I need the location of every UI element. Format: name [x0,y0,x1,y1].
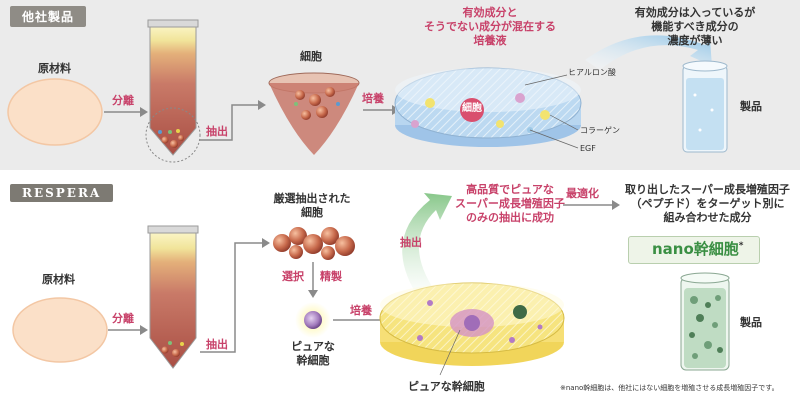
combined-line: 取り出したスーパー成長増殖因子 [625,183,790,196]
nano-label-text: nano幹細胞 [652,240,739,258]
collagen-label: コラーゲン [580,126,620,135]
culture-label: 培養 [362,92,384,105]
arrow-extraction-respera [200,242,262,353]
mixed-medium-line: そうでない成分が混在する [424,19,556,33]
product-label-bottom: 製品 [740,316,762,329]
pure-stem-line: ピュアな [291,340,335,353]
selected-cells-cluster [273,227,355,260]
pure-stem-caption: ピュアな 幹細胞 [283,340,343,368]
petri-dish-pure [379,282,565,366]
product-jar-top [682,60,728,153]
cell-cone [268,72,360,155]
selection-label: 選択 [282,270,304,283]
arrow-head [258,100,266,110]
raw-material-blob-respera [12,297,108,363]
arrow-head [612,200,620,210]
competitor-tab: 他社製品 [10,6,87,27]
extract-arrow-label: 抽出 [400,236,422,249]
mixed-medium-line: 有効成分と [462,6,518,19]
raw-material-blob [7,78,103,146]
leader-hyaluronic [524,74,568,86]
separation-label-respera: 分離 [112,312,134,325]
selected-cells-line: 細胞 [301,205,323,219]
extraction-label-respera: 抽出 [206,338,228,351]
weak-concentration-line: 濃度が薄い [667,33,723,47]
high-quality-line: 高品質でピュアな [466,183,554,196]
combined-line: 組み合わせた成分 [663,210,752,224]
footnote: ※nano幹細胞は、他社にはない細胞を増殖させる成長増殖因子です。 [560,384,779,392]
arrow-head [262,238,270,248]
optimization-label: 最適化 [566,187,599,200]
weak-concentration-caption: 有効成分は入っているが 機能すべき成分の 濃度が薄い [600,6,790,47]
selected-cells-line: 厳選抽出された [273,192,351,205]
weak-concentration-line: 有効成分は入っているが [634,6,756,19]
arrow-head [140,325,148,335]
leader-collagen [549,114,579,131]
nano-footnote-mark: * [738,241,744,251]
egf-label: EGF [580,144,596,153]
refining-label: 精製 [320,270,342,283]
weak-concentration-line: 機能すべき成分の [651,19,739,33]
raw-material-label: 原材料 [38,62,71,75]
centrifuge-tube [145,19,201,163]
high-quality-line: スーパー成長増殖因子 [455,196,565,210]
cell-badge: 細胞 [462,103,482,114]
high-quality-line: のみの抽出に成功 [466,210,554,224]
combined-line: （ペプチド）をターゲット別に [630,196,785,210]
product-jar-bottom [680,272,730,371]
culture-label-respera: 培養 [350,304,372,317]
product-label-top: 製品 [740,100,762,113]
leader-egf [529,129,579,149]
mixed-medium-caption: 有効成分と そうでない成分が混在する 培養液 [420,6,560,47]
separation-label: 分離 [112,94,134,107]
mixed-medium-line: 培養液 [473,33,507,47]
extraction-label: 抽出 [206,125,228,138]
nano-stem-cell-label: nano幹細胞* [652,238,744,259]
hyaluronic-label: ヒアルロン酸 [568,68,616,77]
arrow-head [308,290,318,298]
arrow-extraction [200,104,258,141]
pure-stem-line: 幹細胞 [296,353,330,367]
respera-panel [0,178,800,400]
centrifuge-tube-respera [147,225,199,369]
high-quality-caption: 高品質でピュアな スーパー成長増殖因子 のみの抽出に成功 [450,183,570,224]
selected-cells-caption: 厳選抽出された 細胞 [262,192,362,220]
nano-stem-cell-box [628,236,760,264]
respera-tab: RESPERA [10,184,114,202]
blue-curved-arrow [585,35,712,70]
leader-pure-stem [439,329,461,376]
arrow-head [140,107,148,117]
petri-dish-mixed [394,67,582,147]
pure-stem-cell [304,311,322,329]
pure-stem-cells-label: ピュアな幹細胞 [408,380,485,393]
combined-caption: 取り出したスーパー成長増殖因子 （ペプチド）をターゲット別に 組み合わせた成分 [620,183,795,224]
green-curved-arrow [402,193,452,300]
raw-material-label-respera: 原材料 [42,273,75,286]
cells-label: 細胞 [300,50,322,63]
